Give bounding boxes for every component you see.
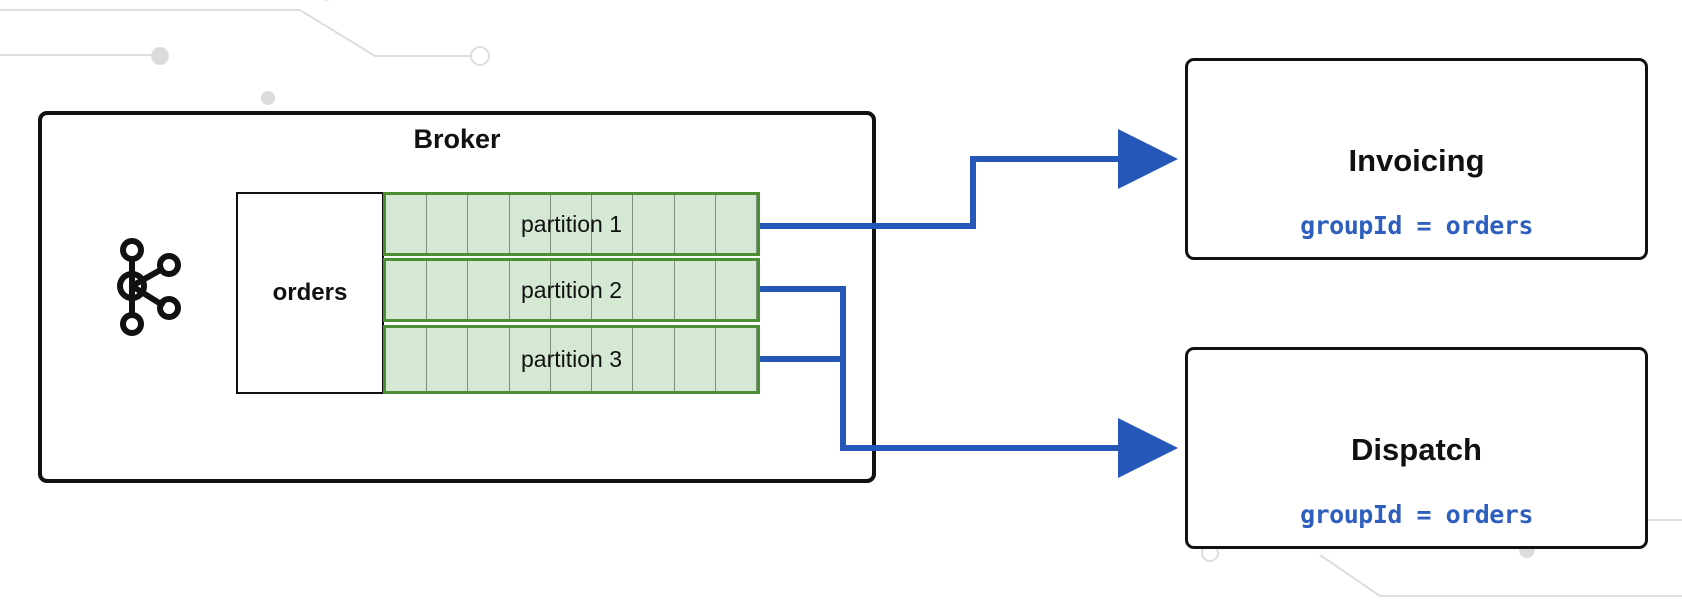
partition-2: partition 2: [383, 258, 760, 322]
consumer-invoicing: Invoicing groupId = orders: [1185, 58, 1648, 260]
kafka-icon: [117, 238, 181, 336]
topic-orders: orders: [236, 192, 384, 394]
topic-label: orders: [272, 279, 348, 306]
consumer-dispatch: Dispatch groupId = orders: [1185, 347, 1648, 549]
partition-1: partition 1: [383, 192, 760, 256]
consumer-invoicing-name: Invoicing: [1348, 143, 1485, 178]
partition-3: partition 3: [383, 325, 760, 394]
partition-3-label: partition 3: [520, 346, 622, 372]
consumer-dispatch-name: Dispatch: [1351, 432, 1482, 467]
consumer-invoicing-group: groupId = orders: [1300, 211, 1533, 240]
broker-title: Broker: [413, 124, 501, 154]
consumer-dispatch-group: groupId = orders: [1300, 500, 1533, 529]
partition-1-label: partition 1: [520, 210, 622, 237]
partition-2-label: partition 2: [520, 276, 622, 303]
